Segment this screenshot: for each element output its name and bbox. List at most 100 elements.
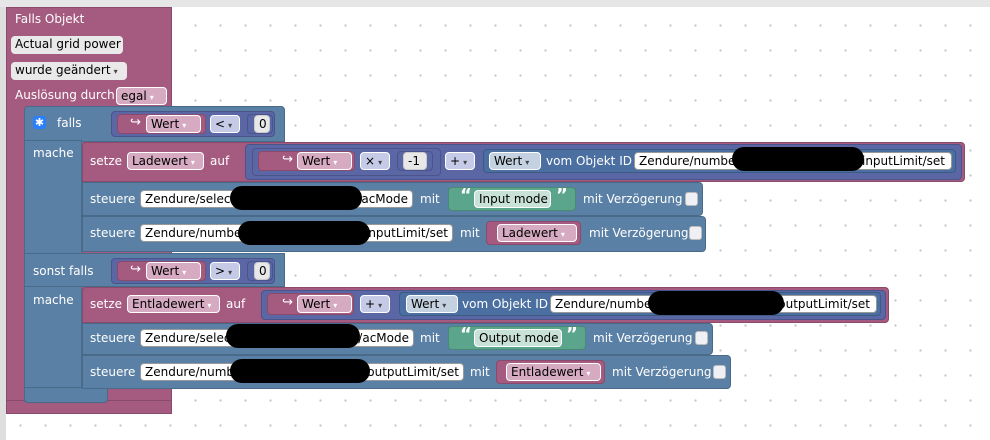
variable-name: Entladewert [132, 297, 205, 311]
of-object-label: vom Objekt ID [546, 154, 632, 168]
redaction [230, 186, 362, 210]
object-id-suffix: /outputLimit/set [363, 365, 459, 379]
object-id-prefix: Zendure/select/ [145, 192, 240, 206]
of-object-label: vom Objekt ID [462, 297, 548, 311]
delay-checkbox[interactable] [689, 226, 702, 240]
redaction [732, 147, 864, 171]
variable-name: Ladewert [502, 226, 558, 240]
variable-dropdown[interactable]: Ladewert▾ [127, 152, 204, 170]
operator-value: + [365, 297, 376, 311]
gear-icon[interactable]: ✱ [33, 116, 46, 129]
quote-open-icon: “ [460, 324, 472, 345]
chevron-down-icon: ▾ [207, 301, 212, 310]
delay-checkbox[interactable] [695, 331, 708, 345]
with-label: mit [470, 365, 490, 379]
object-id-prefix: Zendure/selec [145, 331, 231, 345]
delay-label: mit Verzögerung [589, 226, 689, 240]
redaction [238, 221, 370, 245]
object-id-prefix: Zendure/numbe [555, 297, 652, 311]
variable-dropdown[interactable]: Wert▾ [297, 295, 352, 313]
variable-dropdown[interactable]: Wert▾ [146, 262, 201, 280]
chevron-down-icon: ▾ [586, 369, 591, 378]
set-label: setze [90, 154, 123, 168]
delay-label: mit Verzögerung [583, 192, 683, 206]
redaction [226, 324, 360, 348]
with-label: mit [420, 192, 440, 206]
chevron-down-icon: ▾ [560, 230, 565, 239]
operator-value: × [365, 154, 376, 168]
chevron-down-icon: ▾ [182, 121, 187, 130]
text-value[interactable]: Output mode [474, 329, 562, 347]
state-attribute-dropdown[interactable]: Wert▾ [406, 295, 458, 313]
variable-dropdown[interactable]: Wert▾ [297, 152, 352, 170]
chevron-down-icon: ▾ [190, 158, 195, 167]
else-if-label: sonst falls [33, 264, 94, 278]
control-label: steuere [90, 192, 136, 206]
chevron-down-icon: ▾ [525, 158, 530, 167]
control-label: steuere [90, 331, 136, 345]
variable-dropdown[interactable]: Entladewert▾ [127, 295, 220, 313]
number-value[interactable]: -1 [403, 152, 427, 170]
operator-dropdown[interactable]: <▾ [210, 115, 240, 133]
variable-name: Wert [151, 117, 180, 131]
object-id-suffix: /inputLimit/set [360, 226, 448, 240]
chevron-down-icon: ▾ [149, 93, 154, 102]
top-bar [0, 0, 990, 7]
trigger-label: Auslösung durch [15, 88, 115, 102]
math-operator-dropdown[interactable]: ×▾ [360, 152, 390, 170]
variable-name: Wert [302, 297, 331, 311]
operator-value: > [215, 264, 226, 278]
trigger-value-dropdown[interactable]: egal▾ [116, 87, 167, 105]
trigger-value-text: egal [121, 89, 147, 103]
variable-dropdown[interactable]: Ladewert▾ [497, 224, 577, 242]
chevron-down-icon: ▾ [378, 301, 383, 310]
operator-value: < [215, 117, 226, 131]
to-label: auf [226, 297, 246, 311]
quote-open-icon: “ [460, 185, 472, 206]
object-id-prefix: Zendure/numb [145, 365, 235, 379]
redaction [230, 359, 370, 383]
chevron-down-icon: ▾ [228, 268, 233, 277]
do-label: mache [33, 146, 74, 160]
text-value[interactable]: Input mode [474, 190, 551, 208]
number-value[interactable]: 0 [254, 115, 270, 133]
math-operator-dropdown[interactable]: +▾ [445, 152, 475, 170]
chevron-down-icon: ▾ [228, 121, 233, 130]
variable-name: Entladewert [511, 365, 584, 379]
delay-label: mit Verzögerung [612, 365, 712, 379]
quote-close-icon: ” [556, 185, 568, 206]
quote-close-icon: ” [566, 324, 578, 345]
variable-dropdown[interactable]: Entladewert▾ [506, 363, 601, 381]
event-title: Falls Objekt [15, 12, 85, 26]
variable-name: Wert [151, 264, 180, 278]
state-attribute-dropdown[interactable]: Wert▾ [489, 152, 541, 170]
if-block-footer [24, 387, 108, 403]
get-variable-icon: ↪ [130, 115, 141, 130]
object-id-suffix: /inputLimit/set [857, 154, 945, 168]
variable-dropdown[interactable]: Wert▾ [146, 115, 201, 133]
redaction [648, 291, 784, 315]
chevron-down-icon: ▾ [463, 158, 468, 167]
if-label: falls [57, 116, 82, 130]
chevron-down-icon: ▾ [442, 301, 447, 310]
object-id-suffix: /acMode [358, 331, 409, 345]
object-name-field[interactable]: Actual grid power [11, 36, 123, 54]
get-variable-icon: ↪ [282, 295, 293, 310]
trigger-dropdown[interactable]: wurde geändert▾ [11, 62, 127, 80]
chevron-down-icon: ▾ [333, 301, 338, 310]
chevron-down-icon: ▾ [182, 268, 187, 277]
chevron-down-icon: ▾ [333, 158, 338, 167]
number-value[interactable]: 0 [254, 262, 270, 280]
operator-dropdown[interactable]: >▾ [210, 262, 240, 280]
attribute-value: Wert [411, 297, 440, 311]
math-operator-dropdown[interactable]: +▾ [360, 295, 390, 313]
attribute-value: Wert [494, 154, 523, 168]
delay-checkbox[interactable] [713, 365, 726, 379]
get-variable-icon: ↪ [130, 262, 141, 277]
variable-name: Ladewert [132, 154, 188, 168]
delay-checkbox[interactable] [685, 192, 698, 206]
operator-value: + [450, 154, 461, 168]
to-label: auf [210, 154, 230, 168]
object-id-prefix: Zendure/numbe [145, 226, 242, 240]
object-id-suffix: outputLimit/set [778, 297, 870, 311]
